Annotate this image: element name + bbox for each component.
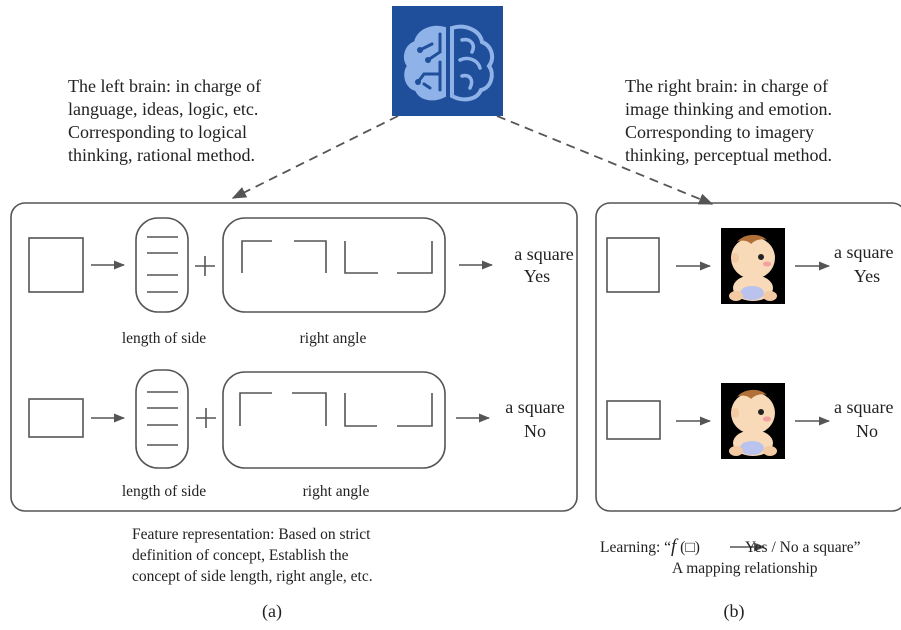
- left-brain-line-3: Corresponding to logical: [68, 122, 247, 142]
- caption-a-line-2: definition of concept, Establish the: [132, 547, 349, 564]
- baby-icon: [721, 228, 785, 304]
- b-row2-result-line1: a square: [834, 397, 894, 417]
- learning-formula: Learning: “f (□) Yes / No a square”: [600, 536, 861, 558]
- right-angle-container: [222, 217, 446, 313]
- mapping-label: A mapping relationship: [672, 560, 818, 577]
- square-shape: [606, 237, 660, 293]
- panel-a-frame: [10, 202, 578, 512]
- row2-angle-label: right angle: [302, 483, 370, 500]
- brain-icon: [392, 6, 503, 116]
- b-row2-result-line2: No: [856, 421, 878, 441]
- panel-b-frame: [595, 202, 901, 512]
- row1-angle-label: right angle: [299, 330, 367, 347]
- caption-a-line-3: concept of side length, right angle, etc…: [132, 568, 373, 585]
- panel-b-row-1: [606, 237, 831, 293]
- panel-a-row-1: [28, 217, 494, 313]
- side-length-container: [135, 369, 189, 469]
- left-brain-line-4: thinking, rational method.: [68, 145, 255, 165]
- square-shape: [28, 237, 84, 293]
- b-row1-result-line2: Yes: [853, 266, 881, 286]
- row2-result-line2: No: [524, 421, 546, 441]
- left-dashed-arrow: [231, 115, 399, 199]
- panel-b-row-2: [606, 400, 831, 440]
- row1-result-line1: a square: [514, 244, 574, 264]
- rectangle-shape: [28, 398, 84, 438]
- right-brain-line-4: thinking, perceptual method.: [625, 145, 832, 165]
- learning-arg: (□): [676, 539, 704, 556]
- side-length-container: [135, 217, 189, 313]
- row2-result-line1: a square: [505, 397, 565, 417]
- right-dashed-arrow: [496, 115, 714, 205]
- tag-a: (a): [262, 601, 282, 621]
- rectangle-shape: [606, 400, 661, 440]
- row1-side-label: length of side: [121, 330, 207, 347]
- panel-a-row-2: [28, 369, 491, 469]
- tag-b: (b): [723, 601, 745, 621]
- learning-prefix: Learning: “: [600, 539, 672, 556]
- right-brain-line-2: image thinking and emotion.: [625, 99, 832, 119]
- right-brain-line-1: The right brain: in charge of: [625, 76, 829, 96]
- learning-func: f: [671, 536, 677, 557]
- left-brain-line-2: language, ideas, logic, etc.: [68, 99, 259, 119]
- left-brain-line-1: The left brain: in charge of: [68, 76, 262, 96]
- learning-suffix: Yes / No a square”: [741, 539, 861, 556]
- right-angle-container: [222, 371, 446, 469]
- baby-icon: [721, 383, 785, 459]
- b-row1-result-line1: a square: [834, 242, 894, 262]
- row1-result-line2: Yes: [523, 266, 551, 286]
- caption-a-line-1: Feature representation: Based on strict: [132, 526, 371, 543]
- right-brain-line-3: Corresponding to imagery: [625, 122, 814, 142]
- row2-side-label: length of side: [121, 483, 207, 500]
